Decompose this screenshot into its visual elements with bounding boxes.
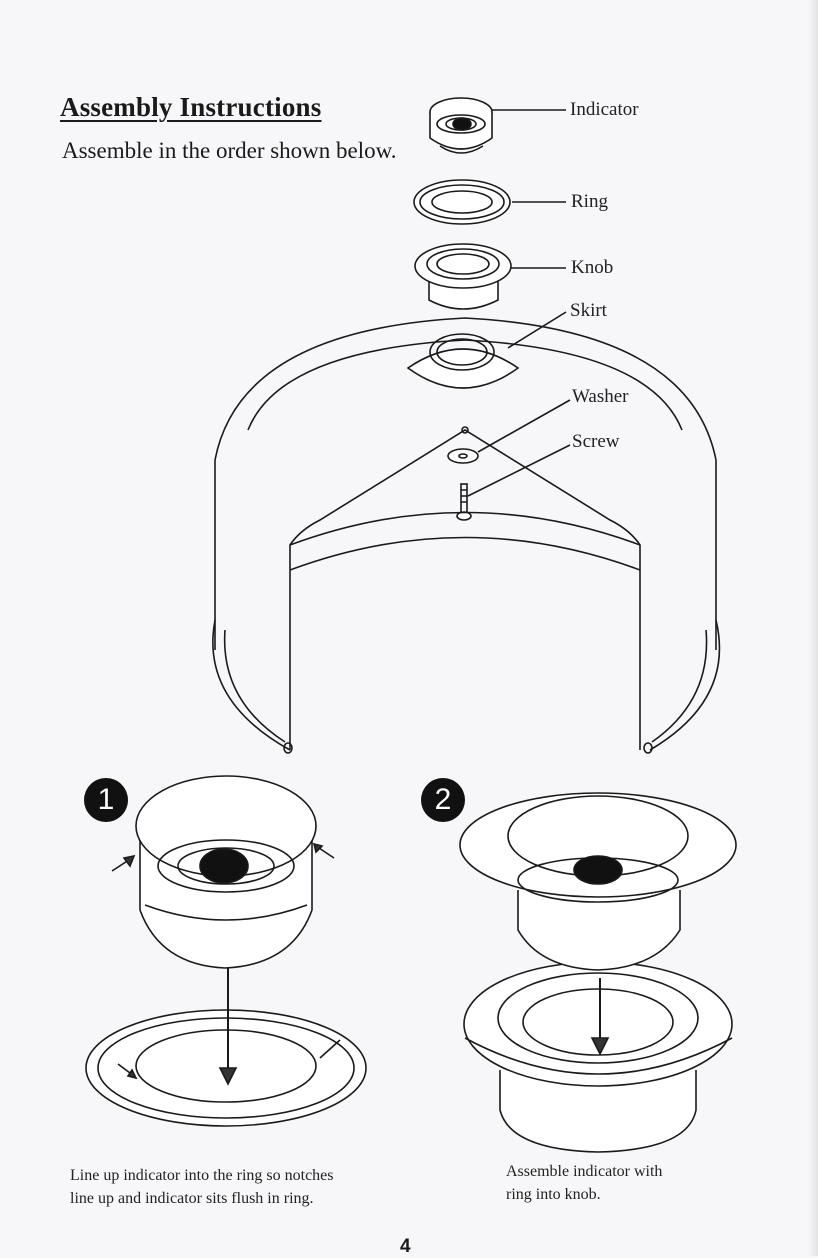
skirt-part [406,333,520,389]
page-number: 4 [400,1236,411,1257]
step1-diagram [85,775,367,1127]
label-washer: Washer [572,386,629,407]
page-title: Assembly Instructions [60,92,322,122]
step-1-badge: 1 [84,778,128,822]
ring-part [413,179,511,225]
step-2-caption-line2: ring into knob. [506,1186,601,1203]
knob-part [414,243,512,310]
step-1-caption-line1: Line up indicator into the ring so notch… [70,1167,334,1184]
screw-part [456,483,472,521]
step2-diagram [459,792,737,1153]
page-edge-shadow [808,0,818,1256]
step-1-caption: Line up indicator into the ring so notch… [70,1164,334,1210]
washer-part [447,448,479,464]
indicator-part [429,97,493,154]
page-subtitle: Assemble in the order shown below. [62,138,397,163]
label-knob: Knob [571,257,614,278]
base-housing [212,317,721,754]
label-indicator: Indicator [570,99,639,120]
label-screw: Screw [572,431,620,452]
label-ring: Ring [571,191,608,212]
label-skirt: Skirt [570,300,607,321]
step-2-badge: 2 [421,778,465,822]
step-2-caption-line1: Assemble indicator with [506,1163,663,1180]
step-1-caption-line2: line up and indicator sits flush in ring… [70,1190,314,1207]
step-2-caption: Assemble indicator with ring into knob. [506,1160,662,1206]
